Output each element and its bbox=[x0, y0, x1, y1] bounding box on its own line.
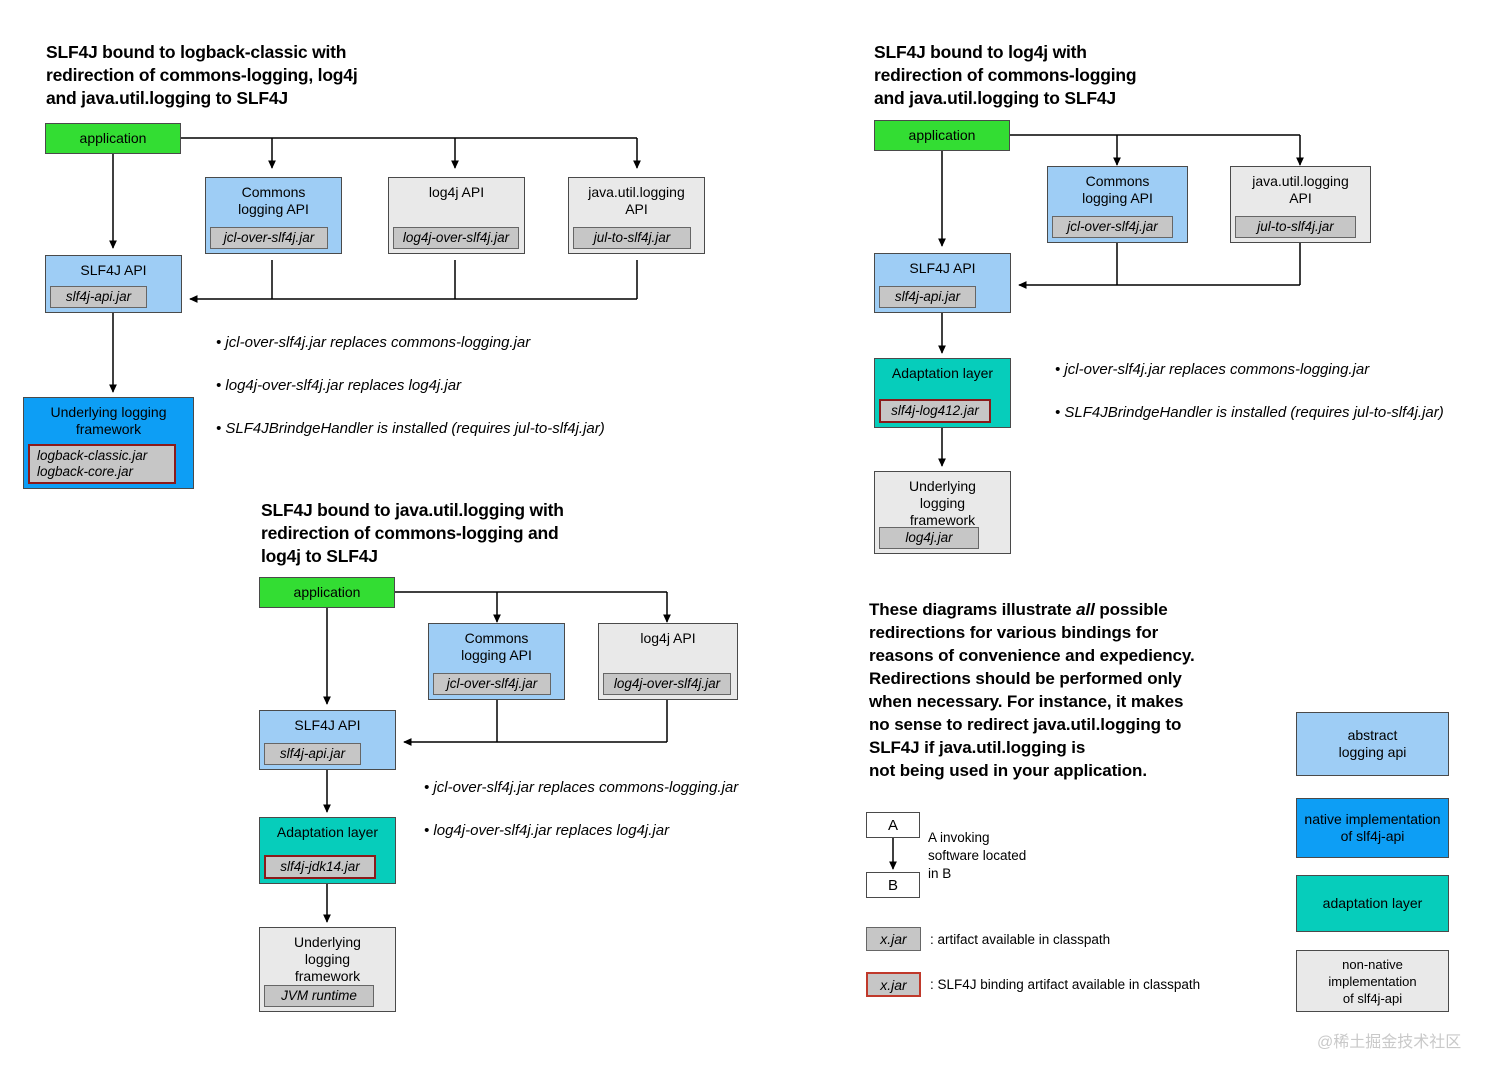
legend-color-label: abstract logging api bbox=[1338, 727, 1407, 760]
watermark: @稀土掘金技术社区 bbox=[1317, 1034, 1462, 1051]
legend-color-adaptation-layer: adaptation layer bbox=[1296, 875, 1449, 932]
note-item: • jcl-over-slf4j.jar replaces commons-lo… bbox=[1055, 360, 1370, 378]
node-label: Commons logging API bbox=[461, 630, 532, 663]
jar-badge-binding: logback-classic.jar logback-core.jar bbox=[28, 444, 176, 484]
node-label: Underlying logging framework bbox=[50, 404, 167, 437]
node-label: Underlying logging framework bbox=[909, 478, 976, 528]
jar-badge: log4j-over-slf4j.jar bbox=[603, 673, 731, 695]
jar-badge: slf4j-api.jar bbox=[264, 743, 361, 765]
legend-a-label: A bbox=[887, 816, 898, 834]
jar-badge: jcl-over-slf4j.jar bbox=[433, 673, 551, 695]
node-label: Adaptation layer bbox=[891, 365, 994, 381]
legend-color-label: non-native implementation of slf4j-api bbox=[1328, 956, 1417, 1006]
node-commons-logging-api-log4j: Commons logging API jcl-over-slf4j.jar bbox=[1047, 166, 1188, 243]
node-label: log4j API bbox=[428, 184, 485, 200]
node-label: java.util.logging API bbox=[588, 184, 685, 217]
node-adaptation-layer-log4j: Adaptation layer slf4j-log412.jar bbox=[874, 358, 1011, 428]
legend-jar-binding: x.jar bbox=[866, 972, 921, 997]
diagram-title-logback: SLF4J bound to logback-classic with redi… bbox=[46, 42, 358, 108]
para-emphasis: all bbox=[1076, 600, 1095, 619]
legend-color-native-implementation: native implementation of slf4j-api bbox=[1296, 798, 1449, 858]
node-log4j-api-jul: log4j API log4j-over-slf4j.jar bbox=[598, 623, 738, 700]
legend-color-label: native implementation of slf4j-api bbox=[1304, 811, 1441, 844]
node-label: SLF4J API bbox=[909, 260, 976, 276]
note-item: • SLF4JBrindgeHandler is installed (requ… bbox=[216, 419, 605, 437]
node-label: application bbox=[293, 584, 361, 600]
node-label: Underlying logging framework bbox=[294, 934, 361, 984]
node-label: application bbox=[908, 127, 976, 143]
jar-badge: jul-to-slf4j.jar bbox=[1235, 216, 1356, 238]
node-slf4j-api-log4j: SLF4J API slf4j-api.jar bbox=[874, 253, 1011, 313]
node-label: Commons logging API bbox=[1082, 173, 1153, 206]
jar-badge: log4j.jar bbox=[879, 527, 979, 549]
node-adaptation-layer-jul: Adaptation layer slf4j-jdk14.jar bbox=[259, 817, 396, 884]
node-slf4j-api-logback: SLF4J API slf4j-api.jar bbox=[45, 255, 182, 313]
diagram-title-jul: SLF4J bound to java.util.logging with re… bbox=[261, 500, 564, 566]
diagram-title-log4j: SLF4J bound to log4j with redirection of… bbox=[874, 42, 1137, 108]
legend-b-label: B bbox=[887, 876, 898, 894]
node-underlying-framework-jul: Underlying logging framework JVM runtime bbox=[259, 927, 396, 1012]
legend-jar-binding-label: x.jar bbox=[880, 976, 907, 993]
note-item: • SLF4JBrindgeHandler is installed (requ… bbox=[1055, 403, 1444, 421]
node-label: log4j API bbox=[640, 630, 696, 646]
note-item: • jcl-over-slf4j.jar replaces commons-lo… bbox=[216, 333, 531, 351]
note-item: • log4j-over-slf4j.jar replaces log4j.ja… bbox=[216, 376, 462, 394]
jar-badge-binding: slf4j-jdk14.jar bbox=[264, 855, 376, 879]
notes-logback: • jcl-over-slf4j.jar replaces commons-lo… bbox=[216, 310, 816, 461]
jar-badge: JVM runtime bbox=[264, 985, 374, 1007]
node-label: Commons logging API bbox=[238, 184, 309, 217]
jar-badge-binding: slf4j-log412.jar bbox=[879, 399, 991, 423]
legend-jar-plain-label: x.jar bbox=[880, 931, 907, 947]
node-log4j-api-logback: log4j API log4j-over-slf4j.jar bbox=[388, 177, 525, 254]
node-label: SLF4J API bbox=[80, 262, 147, 278]
note-item: • jcl-over-slf4j.jar replaces commons-lo… bbox=[424, 778, 739, 796]
legend-arrow-caption: A invoking software located in B bbox=[928, 830, 1027, 881]
jar-badge: jul-to-slf4j.jar bbox=[573, 227, 691, 249]
legend-box-b: B bbox=[866, 872, 920, 898]
legend-color-abstract-logging-api: abstract logging api bbox=[1296, 712, 1449, 776]
node-label: application bbox=[79, 130, 147, 146]
node-application-logback: application bbox=[45, 123, 181, 154]
explanatory-paragraph: These diagrams illustrate all possible r… bbox=[869, 598, 1279, 782]
node-java-util-logging-api-logback: java.util.logging API jul-to-slf4j.jar bbox=[568, 177, 705, 254]
notes-log4j: • jcl-over-slf4j.jar replaces commons-lo… bbox=[1055, 337, 1512, 445]
jar-badge: log4j-over-slf4j.jar bbox=[393, 227, 519, 249]
node-underlying-framework-logback: Underlying logging framework logback-cla… bbox=[23, 397, 194, 489]
legend-box-a: A bbox=[866, 812, 920, 838]
jar-badge: slf4j-api.jar bbox=[50, 286, 147, 308]
node-label: Adaptation layer bbox=[276, 824, 379, 840]
para-part1: These diagrams illustrate bbox=[869, 600, 1077, 619]
legend-jar-binding-caption: : SLF4J binding artifact available in cl… bbox=[930, 977, 1201, 992]
note-item: • log4j-over-slf4j.jar replaces log4j.ja… bbox=[424, 821, 670, 839]
node-java-util-logging-api-log4j: java.util.logging API jul-to-slf4j.jar bbox=[1230, 166, 1371, 243]
node-underlying-framework-log4j: Underlying logging framework log4j.jar bbox=[874, 471, 1011, 554]
legend-color-non-native-implementation: non-native implementation of slf4j-api bbox=[1296, 950, 1449, 1012]
jar-badge: slf4j-api.jar bbox=[879, 286, 976, 308]
notes-jul: • jcl-over-slf4j.jar replaces commons-lo… bbox=[424, 755, 844, 863]
node-label: SLF4J API bbox=[294, 717, 361, 733]
para-part2: possible redirections for various bindin… bbox=[869, 600, 1195, 780]
legend-color-label: adaptation layer bbox=[1322, 895, 1423, 911]
node-label: java.util.logging API bbox=[1252, 173, 1349, 206]
jar-badge: jcl-over-slf4j.jar bbox=[1052, 216, 1173, 238]
jar-badge: jcl-over-slf4j.jar bbox=[210, 227, 328, 249]
node-commons-logging-api-logback: Commons logging API jcl-over-slf4j.jar bbox=[205, 177, 342, 254]
legend-jar-plain: x.jar bbox=[866, 927, 921, 951]
node-application-log4j: application bbox=[874, 120, 1010, 151]
node-commons-logging-api-jul: Commons logging API jcl-over-slf4j.jar bbox=[428, 623, 565, 700]
node-application-jul: application bbox=[259, 577, 395, 608]
legend-jar-plain-caption: : artifact available in classpath bbox=[930, 932, 1111, 947]
node-slf4j-api-jul: SLF4J API slf4j-api.jar bbox=[259, 710, 396, 770]
